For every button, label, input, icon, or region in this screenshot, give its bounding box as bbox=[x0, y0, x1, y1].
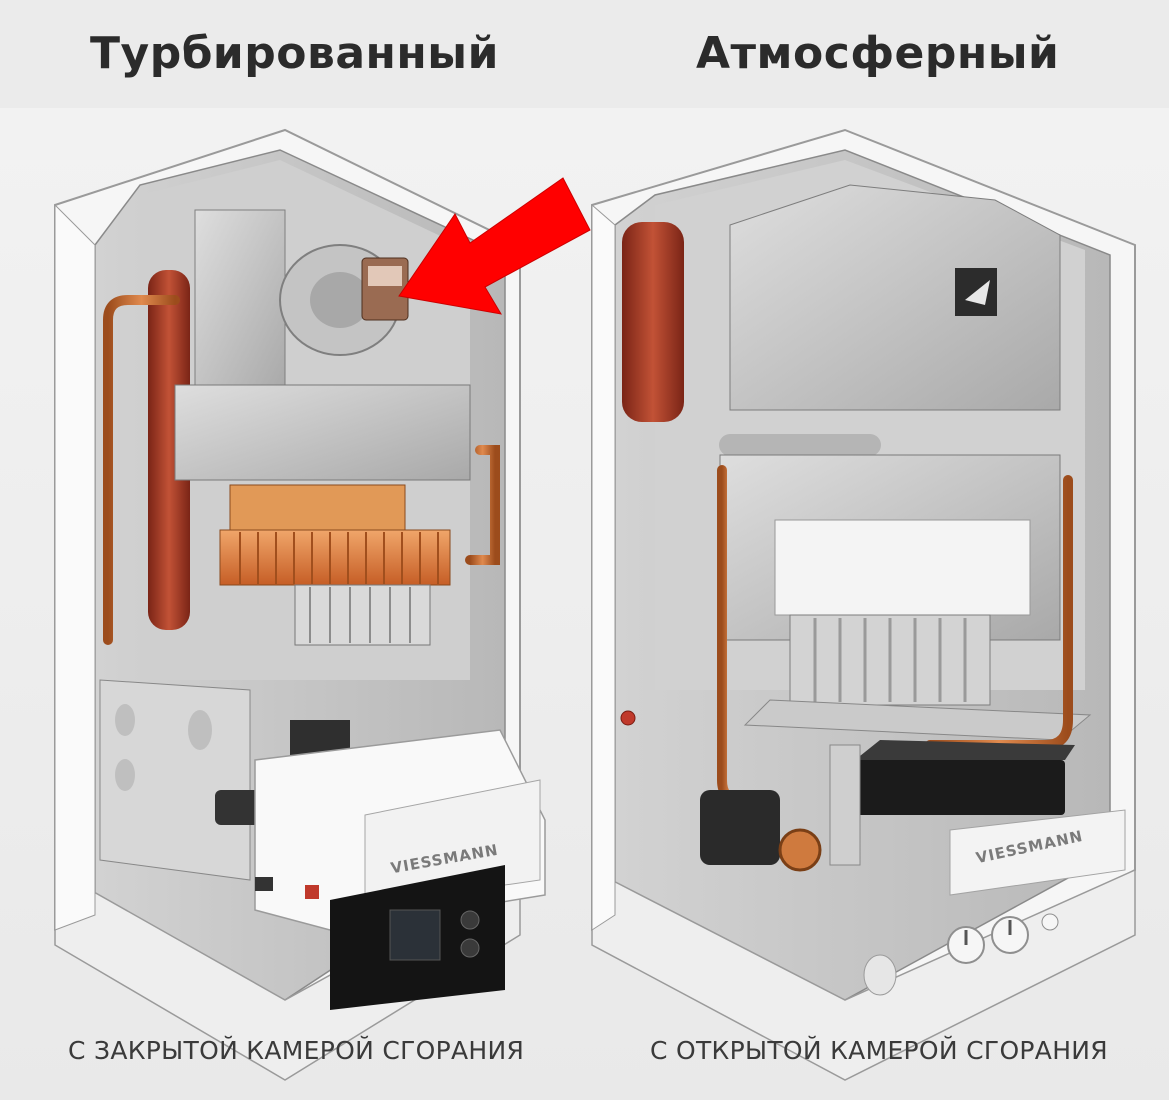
atmospheric-caption: С ОТКРЫТОЙ КАМЕРОЙ СГОРАНИЯ bbox=[650, 1036, 1108, 1065]
turbo-boiler bbox=[54, 128, 546, 1081]
red-arrow bbox=[398, 177, 591, 315]
atmospheric-burner bbox=[789, 614, 991, 706]
atmospheric-title: Атмосферный bbox=[696, 28, 1060, 79]
turbo-expansion-tank bbox=[148, 270, 190, 630]
turbo-caption: С ЗАКРЫТОЙ КАМЕРОЙ СГОРАНИЯ bbox=[68, 1036, 525, 1065]
atmospheric-expansion-tank bbox=[622, 222, 684, 422]
atmospheric-control-panel bbox=[863, 913, 1059, 996]
turbo-display-panel bbox=[330, 865, 505, 1010]
turbo-heat-exchanger bbox=[219, 484, 451, 586]
atmospheric-boiler bbox=[591, 128, 1136, 1081]
atmospheric-front-cover bbox=[949, 809, 1126, 896]
draft-hood bbox=[729, 184, 1061, 411]
title-bar: Турбированный Атмосферный bbox=[0, 0, 1169, 108]
turbo-title: Турбированный bbox=[90, 28, 499, 79]
